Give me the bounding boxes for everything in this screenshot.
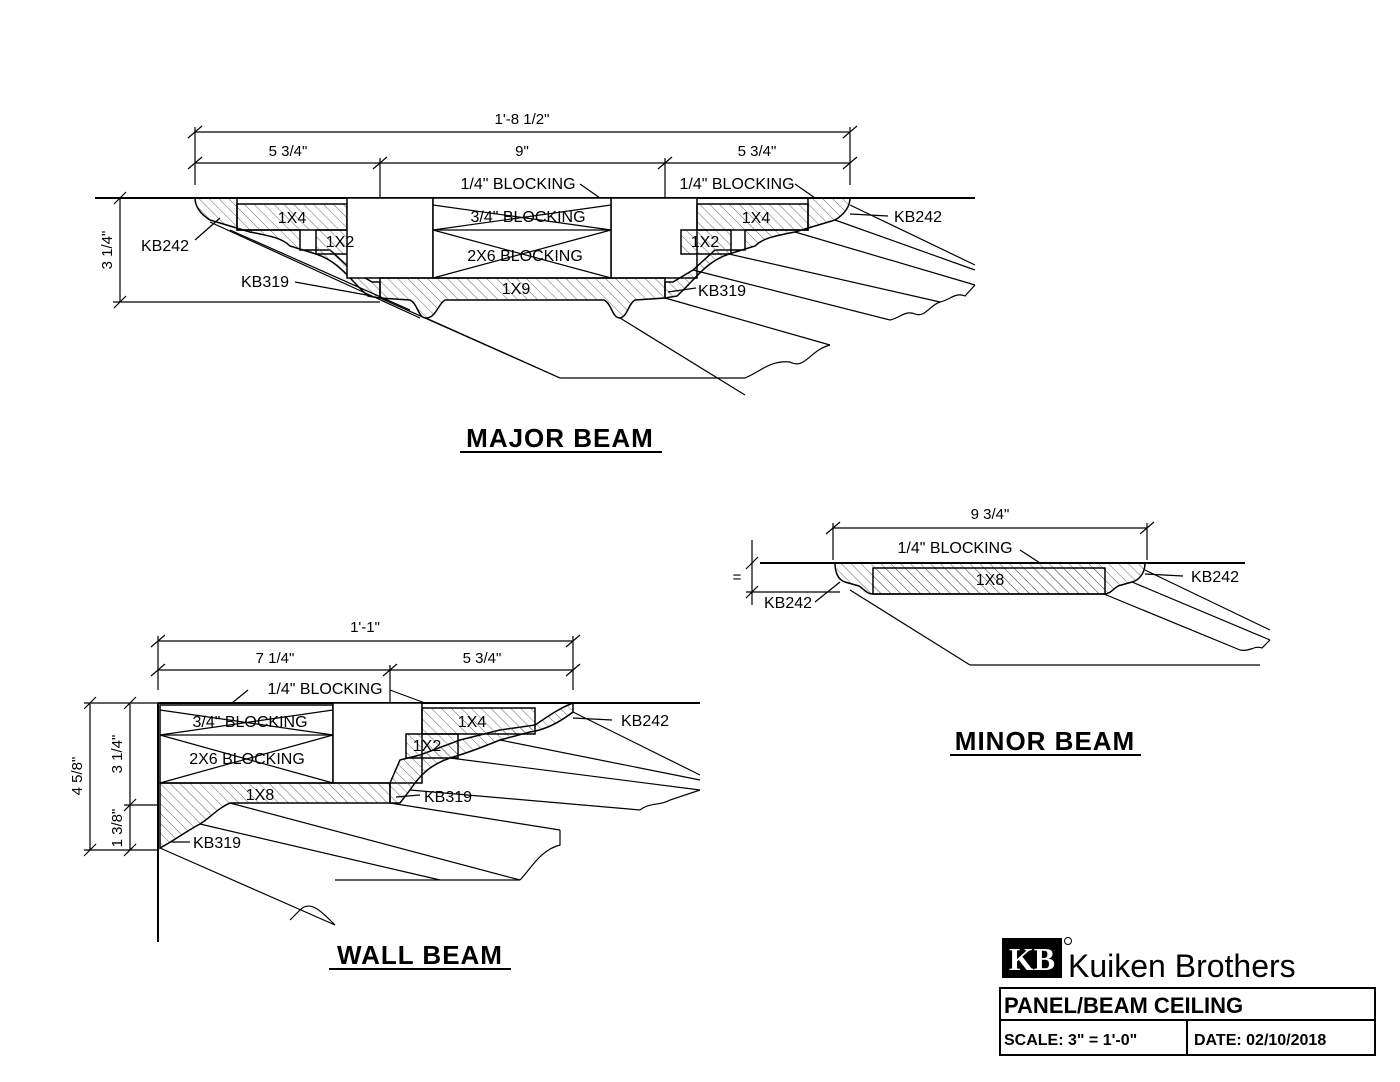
- major-dim-overall: 1'-8 1/2": [495, 111, 550, 128]
- major-dim-mid: 9": [515, 143, 529, 160]
- minor-dim-height: =: [733, 569, 742, 586]
- wall-label-kb319-low: KB319: [193, 835, 241, 852]
- minor-beam-title: MINOR BEAM: [955, 726, 1135, 756]
- major-label-kb319-right: KB319: [698, 283, 746, 300]
- wall-label-blocking-quarter: 1/4" BLOCKING: [267, 681, 382, 698]
- major-label-blocking-quarter-2: 1/4" BLOCKING: [679, 176, 794, 193]
- drawing-title: PANEL/BEAM CEILING: [1004, 993, 1243, 1018]
- wall-label-1x4: 1X4: [458, 714, 487, 731]
- wall-dim-overall: 1'-1": [350, 619, 380, 636]
- minor-label-kb242-right: KB242: [1191, 569, 1239, 586]
- wall-dim-right: 5 3/4": [463, 650, 502, 667]
- major-label-1x4-right: 1X4: [742, 210, 771, 227]
- major-label-2x6-blocking: 2X6 BLOCKING: [467, 248, 583, 265]
- wall-label-blocking-three-quarter: 3/4" BLOCKING: [192, 714, 307, 731]
- major-label-blocking-quarter-1: 1/4" BLOCKING: [460, 176, 575, 193]
- kb-logo-icon: [1002, 938, 1062, 978]
- wall-beam-title: WALL BEAM: [337, 940, 503, 970]
- minor-label-blocking-quarter: 1/4" BLOCKING: [897, 540, 1012, 557]
- major-dim-left: 5 3/4": [269, 143, 308, 160]
- major-dim-height: 3 1/4": [99, 231, 116, 270]
- minor-label-1x8: 1X8: [976, 572, 1005, 589]
- title-block: KB Kuiken Brothers PANEL/BEAM CEILING SC…: [999, 937, 1376, 1056]
- wall-dim-left: 7 1/4": [256, 650, 295, 667]
- major-dim-right: 5 3/4": [738, 143, 777, 160]
- drawing-scale: SCALE: 3" = 1'-0": [1004, 1032, 1137, 1049]
- drawing-date: DATE: 02/10/2018: [1194, 1032, 1326, 1049]
- wall-label-kb319-mid: KB319: [424, 789, 472, 806]
- minor-beam-section: 9 3/4" = 1/4" BLOCKING 1X8 KB242 KB242 M…: [733, 506, 1271, 756]
- major-beam-title: MAJOR BEAM: [466, 423, 654, 453]
- minor-label-kb242-left: KB242: [764, 595, 812, 612]
- wall-label-kb242: KB242: [621, 713, 669, 730]
- major-label-kb319-left: KB319: [241, 274, 289, 291]
- wall-label-1x8: 1X8: [246, 787, 275, 804]
- kb-logo-mark: KB: [1009, 941, 1055, 977]
- major-label-kb242-right: KB242: [894, 209, 942, 226]
- major-label-1x9: 1X9: [502, 281, 531, 298]
- major-label-kb242-left: KB242: [141, 238, 189, 255]
- wall-dim-height-lower: 1 3/8": [109, 809, 126, 848]
- major-label-1x2-right: 1X2: [691, 234, 720, 251]
- major-label-1x2-left: 1X2: [326, 234, 355, 251]
- major-beam-section: 1'-8 1/2" 5 3/4" 9" 5 3/4" 3 1/4" 1/4" B…: [95, 111, 976, 453]
- wall-dim-height-upper: 3 1/4": [109, 735, 126, 774]
- major-label-1x4-left: 1X4: [278, 210, 307, 227]
- wall-label-1x2: 1X2: [413, 738, 442, 755]
- wall-label-2x6-blocking: 2X6 BLOCKING: [189, 751, 305, 768]
- wall-dim-height-total: 4 5/8": [69, 757, 86, 796]
- major-label-blocking-three-quarter: 3/4" BLOCKING: [470, 209, 585, 226]
- company-name: Kuiken Brothers: [1068, 948, 1296, 984]
- wall-beam-section: 1'-1" 7 1/4" 5 3/4" 4 5/8" 3 1/4" 1 3/8"…: [69, 619, 701, 970]
- minor-dim-overall: 9 3/4": [971, 506, 1010, 523]
